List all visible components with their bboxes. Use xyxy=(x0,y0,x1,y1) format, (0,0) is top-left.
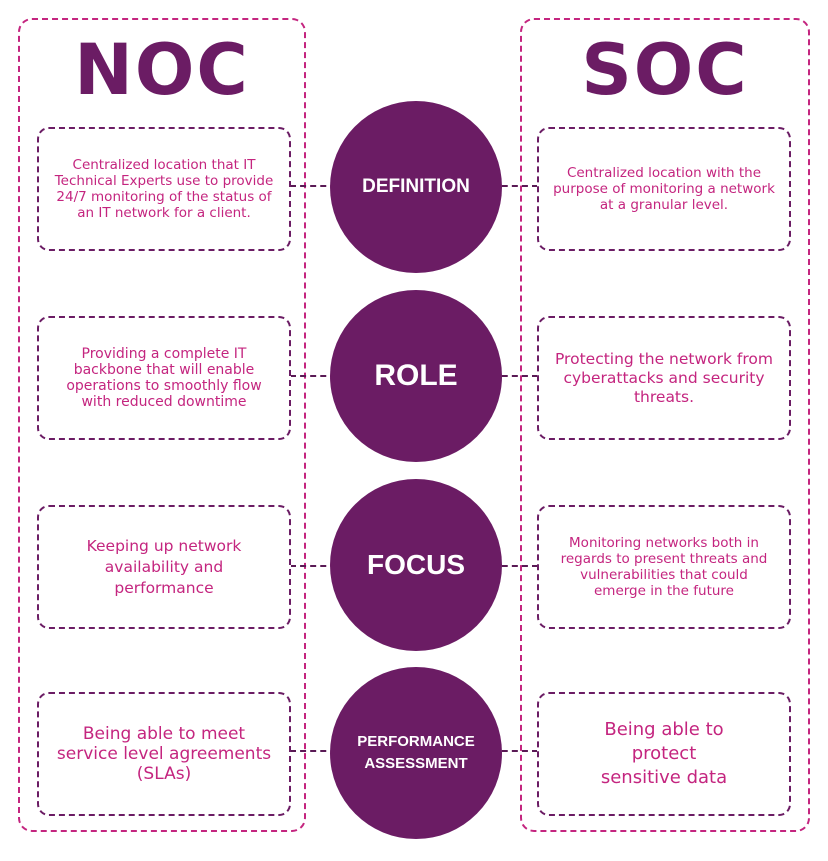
noc-column-frame xyxy=(18,18,306,832)
soc-title: SOC xyxy=(581,29,749,111)
noc-definition-box: Centralized location that IT Technical E… xyxy=(37,127,291,251)
noc-definition-text: Centralized location that IT Technical E… xyxy=(54,157,274,221)
soc-role-text: Protecting the network from cyberattacks… xyxy=(554,349,773,406)
soc-column-frame xyxy=(520,18,810,832)
focus-label: FOCUS xyxy=(367,549,465,580)
definition-label: DEFINITION xyxy=(362,176,470,197)
noc-title: NOC xyxy=(74,29,250,111)
noc-focus-text: Keeping up network availability and perf… xyxy=(86,536,242,597)
noc-role-box: Providing a complete IT backbone that wi… xyxy=(37,316,291,440)
noc-performance-text: Being able to meet service level agreeme… xyxy=(56,724,272,784)
performance-assessment-circle: PERFORMANCE ASSESSMENT xyxy=(330,667,502,839)
soc-definition-box: Centralized location with the purpose of… xyxy=(537,127,791,251)
noc-focus-box: Keeping up network availability and perf… xyxy=(37,505,291,629)
role-label: ROLE xyxy=(374,359,458,392)
soc-definition-text: Centralized location with the purpose of… xyxy=(553,165,775,213)
soc-focus-text: Monitoring networks both in regards to p… xyxy=(560,535,768,599)
performance-assessment-label: PERFORMANCE ASSESSMENT xyxy=(357,733,475,772)
noc-performance-box: Being able to meet service level agreeme… xyxy=(37,692,291,816)
soc-performance-box: Being able to protect sensitive data xyxy=(537,692,791,816)
role-circle: ROLE xyxy=(330,290,502,462)
soc-focus-box: Monitoring networks both in regards to p… xyxy=(537,505,791,629)
definition-circle: DEFINITION xyxy=(330,101,502,273)
soc-performance-text: Being able to protect sensitive data xyxy=(600,719,728,788)
noc-role-text: Providing a complete IT backbone that wi… xyxy=(66,346,262,410)
soc-role-box: Protecting the network from cyberattacks… xyxy=(537,316,791,440)
focus-circle: FOCUS xyxy=(330,479,502,651)
